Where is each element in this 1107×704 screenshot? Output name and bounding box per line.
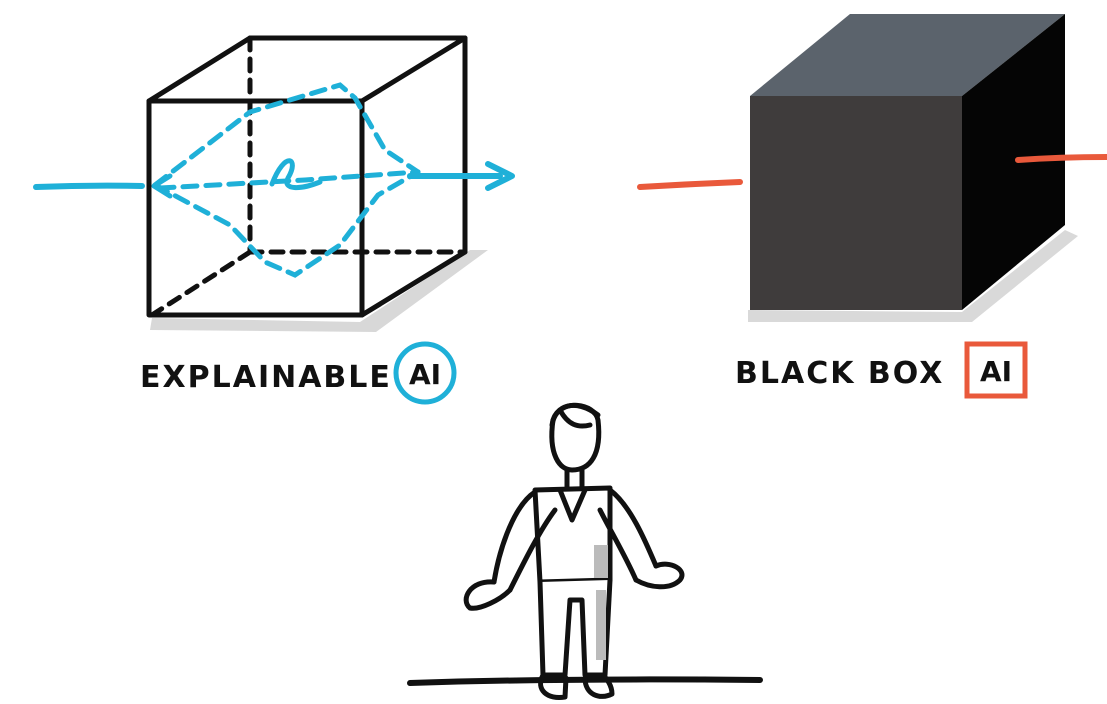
left-arrowhead <box>151 173 173 199</box>
explainable-label: EXPLAINABLE <box>140 360 392 395</box>
cube-shadow <box>150 250 488 332</box>
input-line <box>33 182 145 190</box>
loop-mark <box>269 158 323 190</box>
person-head <box>549 402 602 473</box>
person-shrugging-icon <box>407 402 763 701</box>
blackbox-ai-badge: AI <box>964 341 1028 399</box>
blackbox-top-face <box>750 14 1065 96</box>
blackbox-right-face <box>962 14 1065 310</box>
blackbox-output-line <box>1015 154 1107 163</box>
blackbox-input-line <box>637 179 743 190</box>
ground-line <box>407 676 763 686</box>
transparent-cube-icon <box>33 35 515 332</box>
black-box-cube-icon <box>637 14 1107 322</box>
blackbox-shadow <box>748 230 1078 322</box>
output-arrowhead <box>485 161 515 191</box>
blackbox-ai-text: AI <box>980 355 1012 388</box>
blackbox-front-face <box>750 96 962 310</box>
person-legs <box>537 577 613 678</box>
blackbox-label: BLACK BOX <box>735 356 944 391</box>
explainable-ai-badge: AI <box>393 341 457 405</box>
explainable-ai-text: AI <box>409 358 441 391</box>
inner-structure <box>152 82 421 278</box>
